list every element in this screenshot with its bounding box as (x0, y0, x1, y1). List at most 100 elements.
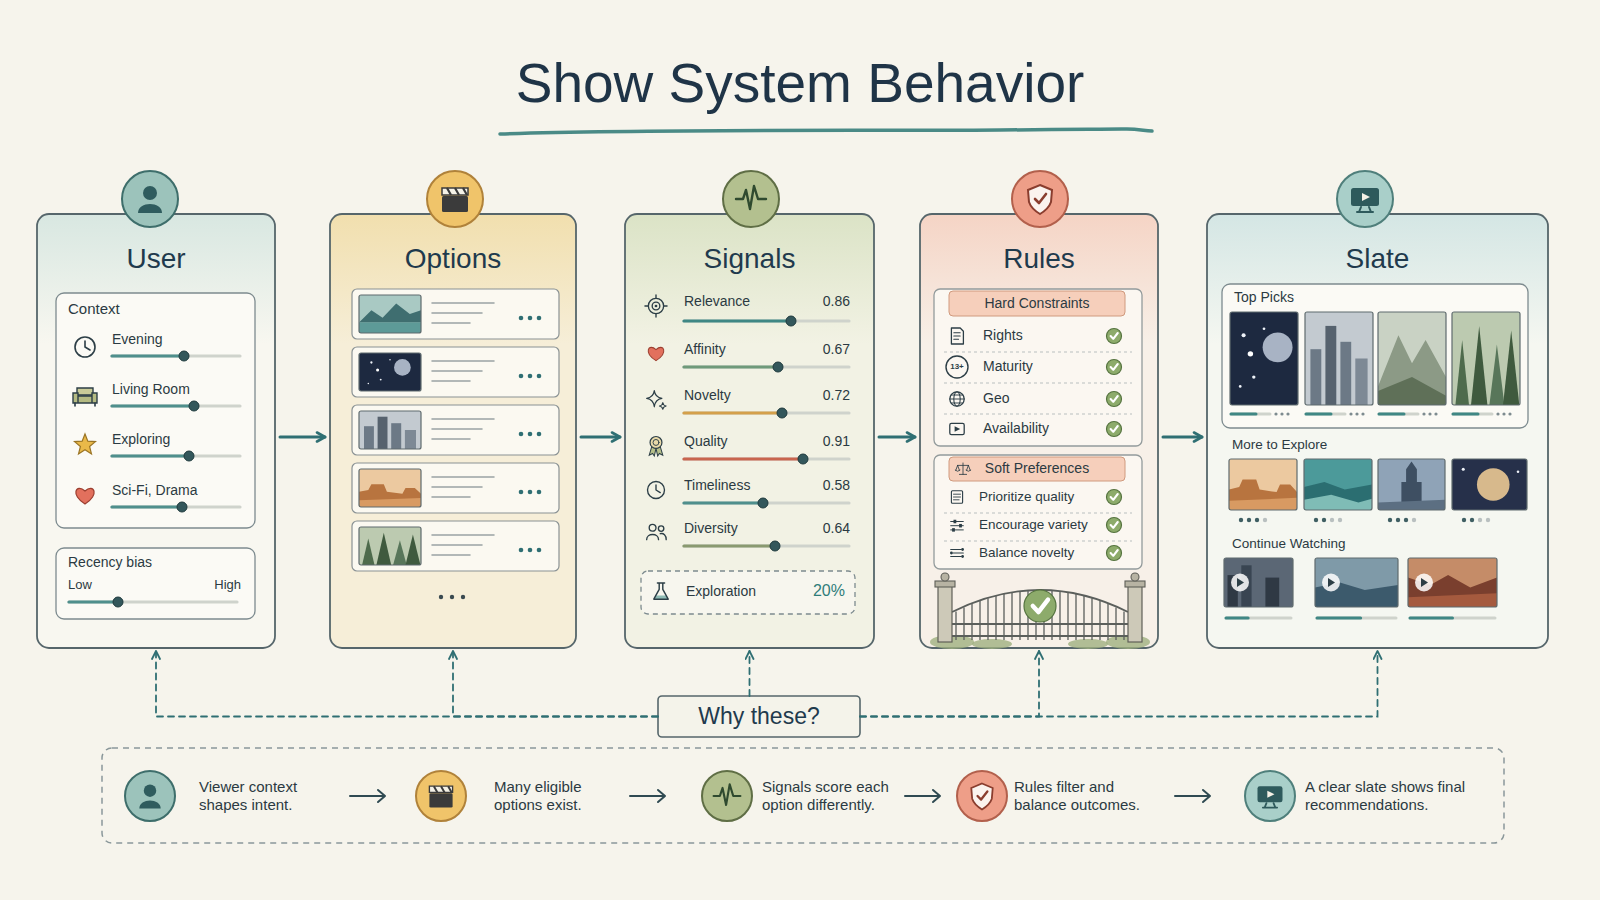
step-arrow (630, 790, 665, 802)
rating-dots (1314, 518, 1342, 522)
person-badge (125, 771, 175, 821)
slider (684, 498, 849, 508)
thumbnail (1224, 558, 1293, 607)
stage-panel: Options (330, 214, 576, 648)
group-tag: Soft Preferences (949, 460, 1125, 477)
rating-dots (1239, 518, 1267, 522)
slider (684, 316, 849, 326)
rating-ring (946, 356, 968, 378)
playbox-icon (950, 423, 964, 434)
shield-badge (1012, 171, 1068, 227)
summary-band-outline (102, 748, 1504, 843)
heart-icon (76, 488, 94, 504)
thumbnail (1378, 312, 1446, 405)
slider (112, 502, 240, 512)
monitor-badge (1337, 171, 1393, 227)
step-arrow (1175, 790, 1210, 802)
step-arrow (350, 790, 385, 802)
doc-icon (951, 328, 963, 344)
preference-item: Encourage variety (979, 517, 1088, 533)
why-link (860, 651, 1039, 717)
signal-name: Relevance (684, 293, 750, 310)
progress-bar (1453, 412, 1512, 415)
thumbnail (359, 411, 421, 449)
row-heading: Top Picks (1234, 289, 1294, 306)
slider (69, 597, 237, 607)
stage-panel: SlateMore to ExploreContinue WatchingTop… (1207, 214, 1548, 648)
stage-panel-outline (625, 214, 874, 648)
why-box: Why these? (658, 696, 860, 737)
context-item: Evening (112, 331, 163, 348)
progress-bar (1231, 412, 1290, 415)
exploration-value: 20% (813, 581, 845, 601)
constraint-item: Rights (983, 327, 1023, 344)
exploration-name: Exploration (686, 583, 756, 600)
slider (112, 451, 240, 461)
check-mark (1107, 490, 1122, 505)
context-item: Exploring (112, 431, 170, 448)
more-options (439, 595, 465, 599)
constraint-group-outline (934, 289, 1142, 446)
check-mark (1107, 329, 1122, 344)
progress-bar (1317, 618, 1396, 619)
signal-name: Novelty (684, 387, 731, 404)
preference-item: Prioritize quality (979, 489, 1074, 505)
wave-badge (723, 171, 779, 227)
option-card (352, 347, 559, 397)
context-box: ContextEveningLiving RoomExploringSci-Fi… (56, 293, 255, 528)
progress-bar (1410, 618, 1495, 619)
preference-item: Balance novelty (979, 545, 1074, 561)
stage-panel: UserContextEveningLiving RoomExploringSc… (37, 214, 275, 648)
slider (684, 408, 849, 418)
signal-value: 0.64 (823, 520, 850, 537)
signal-name: Timeliness (684, 477, 750, 494)
stage-panel-outline (920, 214, 1158, 648)
stage-panel: RulesHard ConstraintsRightsMaturityGeoAv… (920, 214, 1158, 648)
thumbnail (359, 353, 421, 391)
stage-panel-outline (1207, 214, 1548, 648)
clock-icon (75, 337, 95, 357)
stage-panel-outline (37, 214, 275, 648)
step-arrow (905, 790, 940, 802)
thumbnail (359, 295, 421, 333)
top-picks-box-outline (1222, 284, 1528, 428)
option-card (352, 463, 559, 513)
rating-dots (1388, 518, 1416, 522)
stage-panel: SignalsRelevance0.86Affinity0.67Novelty0… (625, 214, 874, 648)
why-link (453, 651, 658, 717)
constraint-item: Maturity (983, 358, 1033, 375)
layers-icon (950, 548, 964, 558)
list-icon (951, 491, 962, 504)
preference-group: Soft PreferencesPrioritize qualityEncour… (934, 455, 1142, 569)
thumbnail (359, 527, 421, 565)
panel-heading: User (37, 242, 275, 276)
recency-box-outline (56, 548, 255, 619)
diagram-title: Show System Behavior (0, 52, 1600, 115)
step-note: A clear slate shows final recommendation… (1305, 778, 1470, 815)
slider (684, 541, 849, 551)
step-note: Signals score each option differently. (762, 778, 902, 815)
step-note: Many eligible options exist. (494, 778, 604, 815)
scale-icon (955, 463, 971, 474)
thumbnail (359, 469, 421, 507)
rating-dots (1462, 518, 1490, 522)
signal-value: 0.86 (823, 293, 850, 310)
thumbnail (1378, 459, 1445, 510)
step-note: Viewer context shapes intent. (199, 778, 319, 815)
monitor-badge (1245, 771, 1295, 821)
slider (684, 362, 849, 372)
why-link (749, 651, 751, 696)
summary-band: Viewer context shapes intent. Many eligib… (102, 748, 1504, 843)
check-mark (1107, 392, 1122, 407)
heart-icon (648, 347, 664, 360)
check-mark (1024, 590, 1056, 622)
constraint-group: Hard ConstraintsRightsMaturityGeoAvailab… (934, 289, 1142, 446)
sliders-icon (951, 520, 964, 532)
signal-name: Affinity (684, 341, 726, 358)
sparkle-icon (647, 391, 667, 410)
stage-panel-outline (330, 214, 576, 648)
check-mark (1107, 546, 1122, 561)
wave-badge (702, 771, 752, 821)
signal-name: Diversity (684, 520, 738, 537)
slider (112, 351, 240, 361)
